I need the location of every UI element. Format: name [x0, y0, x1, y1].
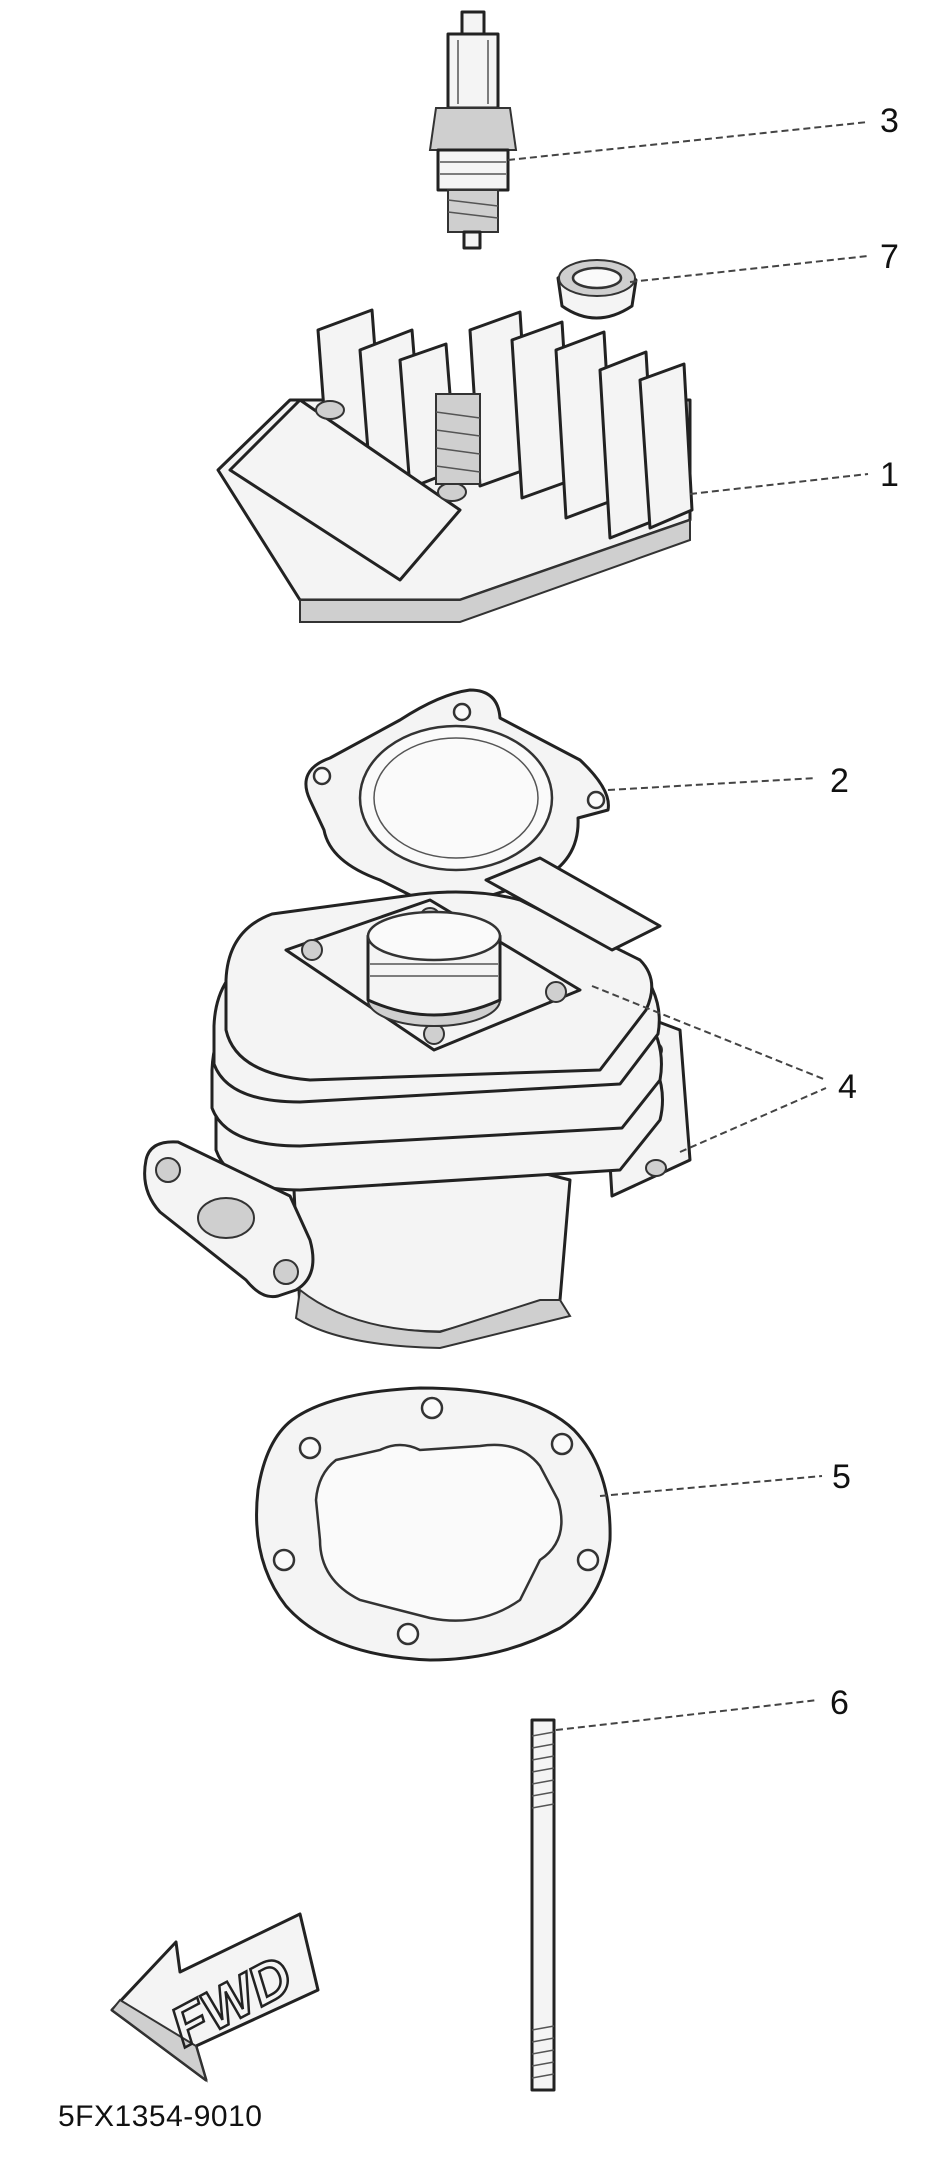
callout-7: 7	[880, 238, 899, 276]
callout-6: 6	[830, 1684, 849, 1722]
base-gasket[interactable]	[255, 1386, 612, 1662]
callout-4: 4	[838, 1068, 857, 1106]
spark-plug[interactable]	[428, 10, 518, 250]
callout-1: 1	[880, 456, 899, 494]
cylinder[interactable]	[143, 856, 692, 1350]
cap[interactable]	[556, 259, 638, 320]
drawing-code: 5FX1354-9010	[58, 2100, 263, 2133]
leader-lines	[507, 121, 869, 1731]
callout-5: 5	[832, 1458, 851, 1496]
callout-2: 2	[830, 762, 849, 800]
stud-bolt[interactable]	[530, 1718, 556, 2092]
callout-3: 3	[880, 102, 899, 140]
fwd-arrow-icon: FWD	[110, 1912, 320, 2083]
cylinder-head[interactable]	[216, 308, 694, 623]
